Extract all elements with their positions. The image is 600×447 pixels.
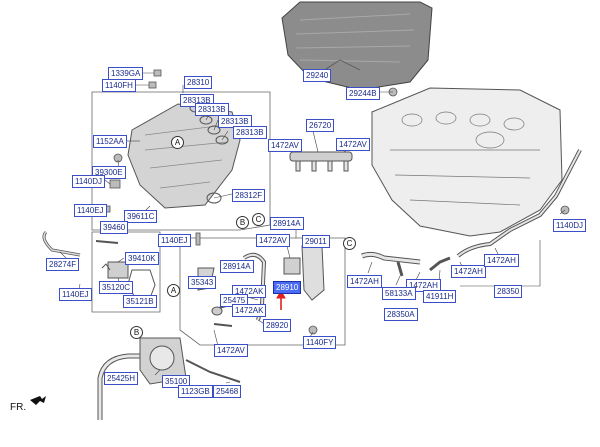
callout-c: C <box>252 213 265 226</box>
callout-a: A <box>171 136 184 149</box>
highlight-arrow <box>276 289 286 310</box>
part-label[interactable]: 1472AV <box>336 138 370 151</box>
part-label[interactable]: 39611C <box>124 210 158 223</box>
part-label[interactable]: 35121B <box>123 295 157 308</box>
part-label[interactable]: 1472AH <box>347 275 382 288</box>
callout-b: B <box>236 216 249 229</box>
part-label[interactable]: 29240 <box>303 69 332 82</box>
part-label[interactable]: 35343 <box>188 276 217 289</box>
part-label[interactable]: 58133A <box>382 287 416 300</box>
part-label[interactable]: 26720 <box>306 119 335 132</box>
part-label[interactable]: 1472AH <box>484 254 519 267</box>
part-label[interactable]: 28310 <box>184 76 213 89</box>
part-label[interactable]: 29011 <box>302 235 330 248</box>
purge-solenoid-28910 <box>283 257 301 275</box>
part-label[interactable]: 28914A <box>220 260 254 273</box>
engine-cover <box>281 1 433 91</box>
part-label[interactable]: 1472AV <box>256 234 290 247</box>
part-label[interactable]: 1472AH <box>451 265 486 278</box>
part-label[interactable]: 1140EJ <box>59 288 92 301</box>
part-label[interactable]: 28313B <box>233 126 267 139</box>
callout-c-2: C <box>343 237 356 250</box>
part-label[interactable]: 28274F <box>46 258 80 271</box>
fuel-rail <box>289 151 353 162</box>
part-label[interactable]: 1472AK <box>232 304 267 317</box>
part-label[interactable]: 28914A <box>270 217 304 230</box>
part-label[interactable]: 39460 <box>100 221 129 234</box>
part-label[interactable]: 39410K <box>125 252 159 265</box>
part-label[interactable]: 25468 <box>213 385 242 398</box>
callout-a-2: A <box>167 284 180 297</box>
part-label[interactable]: 35120C <box>99 281 134 294</box>
pcv-hose-25468 <box>185 359 241 383</box>
part-label[interactable]: 1339GA <box>108 67 144 80</box>
part-label[interactable]: 1140FH <box>102 79 136 92</box>
part-label[interactable]: 1140DJ <box>72 175 105 188</box>
part-label[interactable]: 28350A <box>384 308 418 321</box>
part-label[interactable]: 1472AV <box>268 139 302 152</box>
front-arrow-icon <box>30 396 46 405</box>
part-label[interactable]: 1152AA <box>93 135 127 148</box>
part-label[interactable]: 41911H <box>423 290 457 303</box>
part-label[interactable]: 1140DJ <box>553 219 586 232</box>
part-label[interactable]: 29244B <box>346 87 380 100</box>
part-label[interactable]: 1140EJ <box>74 204 107 217</box>
part-label[interactable]: 1472AV <box>214 344 248 357</box>
part-label[interactable]: 1140FY <box>303 336 337 349</box>
part-label[interactable]: 1140EJ <box>158 234 191 247</box>
part-label[interactable]: 28313B <box>195 103 229 116</box>
part-label[interactable]: 1123GB <box>178 385 213 398</box>
front-direction-label: FR. <box>10 402 27 413</box>
part-label[interactable]: 35100 <box>162 375 191 388</box>
egr-box <box>91 231 161 313</box>
part-label[interactable]: 28350 <box>494 285 523 298</box>
part-label[interactable]: 25425H <box>104 372 139 385</box>
part-label[interactable]: 28312F <box>232 189 266 202</box>
engine-block <box>371 87 563 237</box>
callout-b-2: B <box>130 326 143 339</box>
part-label-selected[interactable]: 28910 <box>273 281 302 294</box>
part-label[interactable]: 28920 <box>263 319 292 332</box>
